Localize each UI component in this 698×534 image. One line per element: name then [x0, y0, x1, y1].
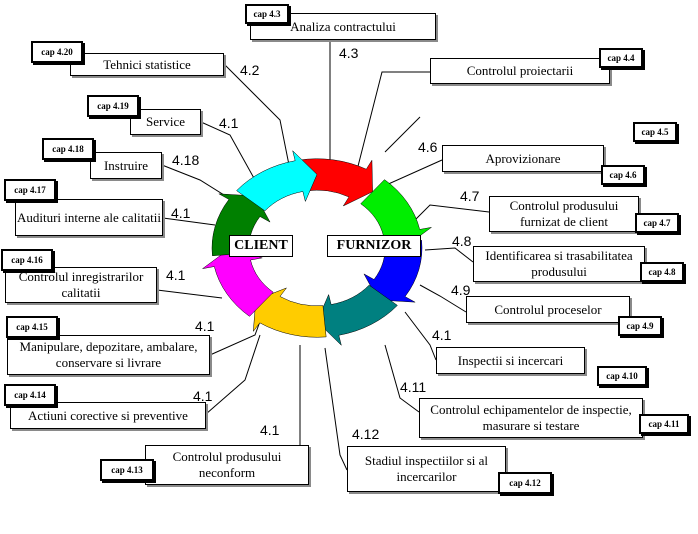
- cap-label-4-4: cap 4.4: [599, 48, 643, 68]
- num-label-actiuni: 4.1: [193, 388, 213, 404]
- cap-label-4-19: cap 4.19: [87, 95, 139, 117]
- cap-label-4-7: cap 4.7: [635, 213, 679, 233]
- num-label-produs-client: 4.7: [460, 188, 480, 204]
- client-label: CLIENT: [229, 235, 293, 257]
- cycle-arrow-segment: [298, 158, 373, 207]
- box-aprovizionare: Aprovizionare: [442, 145, 604, 172]
- connector-line: [424, 247, 474, 263]
- connector-line: [205, 334, 261, 415]
- box-instruire: Instruire: [90, 152, 162, 179]
- cycle-arrow-segment: [316, 284, 398, 347]
- num-label-service: 4.1: [219, 115, 239, 131]
- num-label-auditori: 4.1: [171, 205, 191, 221]
- box-service: Service: [130, 109, 201, 135]
- box-controlul-proceselor: Controlul proceselor: [466, 296, 630, 323]
- box-produs-neconform: Controlul produsului neconform: [145, 445, 309, 485]
- cycle-arrow-segment: [252, 287, 327, 338]
- num-label-instruire: 4.18: [172, 152, 200, 168]
- num-label-echipamente: 4.11: [400, 379, 427, 395]
- cap-label-4-12: cap 4.12: [498, 472, 552, 494]
- cap-label-4-16: cap 4.16: [1, 249, 53, 271]
- cap-label-4-20: cap 4.20: [31, 41, 83, 63]
- num-label-manipulare: 4.1: [195, 318, 215, 334]
- connector-line: [156, 289, 223, 299]
- cap-label-4-8: cap 4.8: [640, 262, 684, 282]
- num-label-inregistrari: 4.1: [166, 267, 186, 283]
- cap-label-4-11: cap 4.11: [639, 414, 689, 434]
- box-actiuni-corective: Actiuni corective si preventive: [10, 402, 206, 429]
- box-manipulare-depozitare: Manipulare, depozitare, ambalare, conser…: [7, 335, 210, 375]
- box-identificare-trasabilitate: Identificarea si trasabilitatea produsul…: [473, 246, 645, 282]
- cap-label-4-9: cap 4.9: [618, 316, 662, 336]
- connector-line: [414, 204, 490, 221]
- box-inregistrari-calitatii: Controlul inregistrarilor calitatii: [5, 267, 157, 303]
- num-label-aprovizionare: 4.6: [418, 139, 438, 155]
- box-inspectii-incercari: Inspectii si incercari: [436, 347, 585, 374]
- connector-line: [354, 71, 430, 179]
- connector-line: [324, 347, 348, 471]
- connector-line: [384, 344, 420, 413]
- cap-label-4-15: cap 4.15: [6, 316, 58, 338]
- cap-label-4-5: cap 4.5: [633, 122, 677, 142]
- num-label-neconform: 4.1: [260, 422, 280, 438]
- box-analiza-contractului: Analiza contractului: [250, 13, 436, 40]
- num-label-stadiul: 4.12: [352, 426, 380, 442]
- box-controlul-proiectarii: Controlul proiectarii: [430, 58, 610, 84]
- box-echipamente-inspectie: Controlul echipamentelor de inspectie, m…: [419, 398, 643, 438]
- furnizor-label: FURNIZOR: [327, 235, 421, 257]
- cap-label-4-18: cap 4.18: [42, 138, 94, 160]
- cycle-arrow-segment: [202, 247, 274, 317]
- num-label-tehnici: 4.2: [240, 62, 260, 78]
- num-label-procese: 4.9: [451, 282, 471, 298]
- connector-line: [162, 217, 216, 226]
- box-produs-furnizat-client: Controlul produsului furnizat de client: [489, 196, 639, 232]
- cap-label-4-3: cap 4.3: [245, 4, 289, 24]
- cap-label-4-6: cap 4.6: [601, 165, 645, 185]
- connector-line: [404, 311, 437, 361]
- cap-label-4-14: cap 4.14: [4, 384, 56, 406]
- box-tehnici-statistice: Tehnici statistice: [70, 53, 224, 76]
- cap-label-4-10: cap 4.10: [597, 366, 647, 386]
- box-auditori-interne: Audituri interne ale calitatii: [15, 199, 163, 236]
- box-stadiul-inspectiilor: Stadiul inspectiilor si al incercarilor: [347, 446, 506, 492]
- connector-line: [200, 121, 256, 181]
- num-label-analiza: 4.3: [339, 45, 359, 61]
- cycle-arrow-segment: [236, 149, 318, 212]
- num-label-identificare: 4.8: [452, 233, 472, 249]
- connector-line: [384, 116, 421, 153]
- connector-line: [419, 284, 467, 313]
- connector-line: [223, 63, 291, 171]
- num-label-inspectii: 4.1: [432, 327, 452, 343]
- cap-label-4-13: cap 4.13: [100, 459, 154, 481]
- cap-label-4-17: cap 4.17: [4, 179, 56, 201]
